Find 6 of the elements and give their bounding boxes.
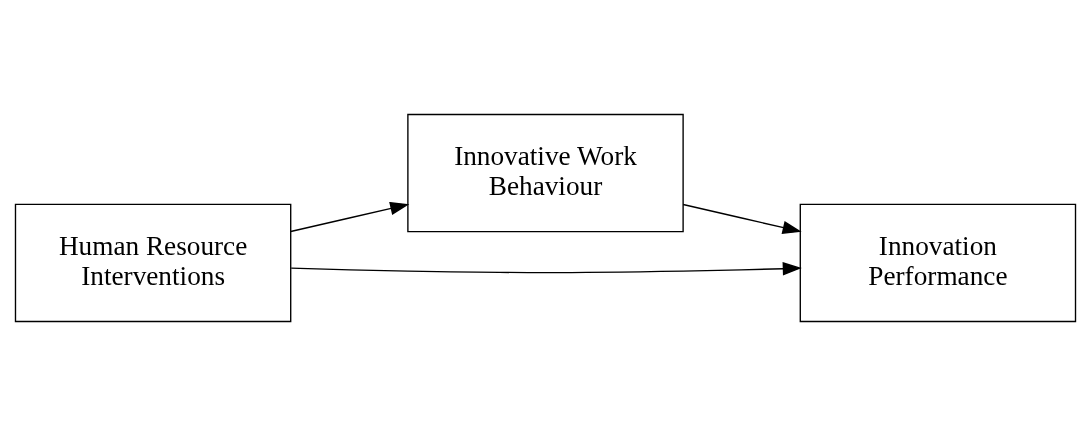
node-box: Human Resource Interventions — [14, 203, 292, 323]
node-box: Innovative Work Behaviour — [407, 113, 684, 233]
arrow — [682, 203, 802, 235]
arrow — [290, 201, 410, 233]
arrow — [290, 262, 802, 276]
node-box: Innovation Performance — [799, 203, 1077, 323]
